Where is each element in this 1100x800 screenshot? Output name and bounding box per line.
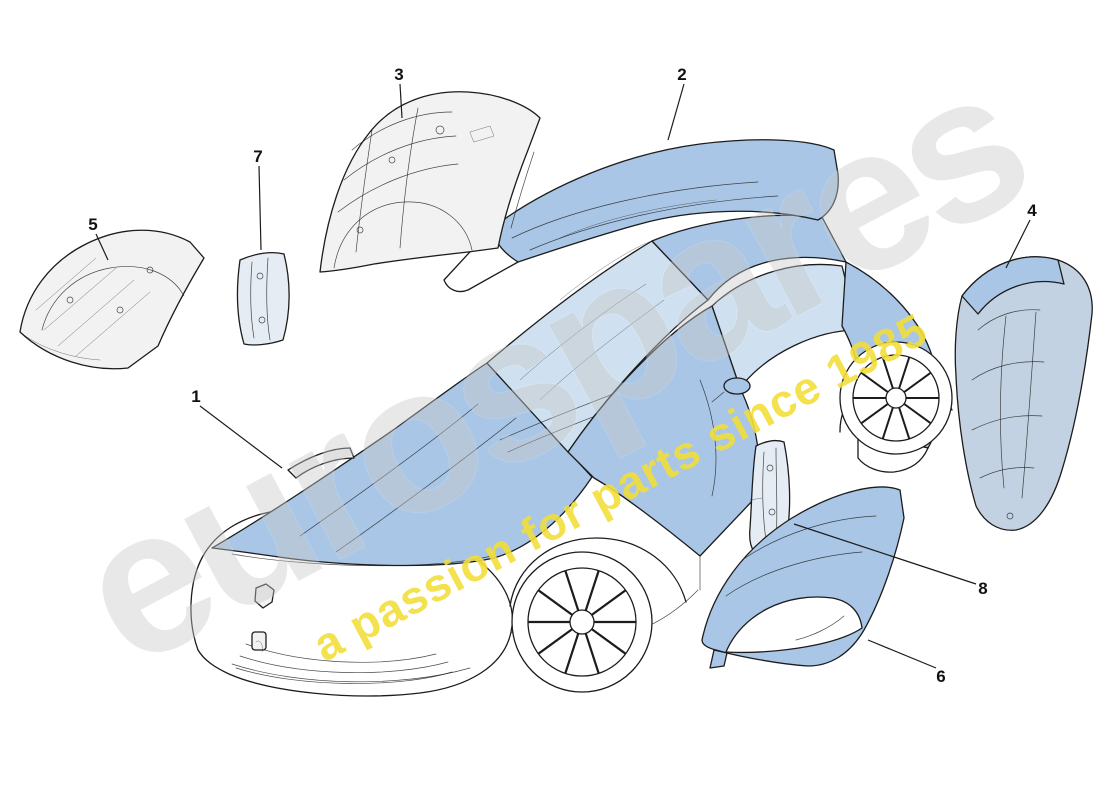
callouts: 1 2 3 4 5 6 7 8 <box>88 65 1037 686</box>
part-front-fender <box>701 486 905 669</box>
bonnet-panel <box>211 362 593 567</box>
part4-detail-lines <box>971 309 1045 499</box>
leader-lines <box>95 83 1031 669</box>
front-wheel <box>511 551 653 693</box>
leader-line-8 <box>793 523 977 585</box>
callout-2[interactable]: 2 <box>677 65 686 84</box>
callout-7[interactable]: 7 <box>253 147 262 166</box>
part-b-pillar <box>236 252 290 346</box>
leader-line-7 <box>258 165 262 251</box>
callout-8[interactable]: 8 <box>978 579 987 598</box>
part-rear-quarter-panel <box>954 256 1093 531</box>
side-mirror <box>711 377 751 403</box>
front-wheel-arch <box>509 537 687 607</box>
roof-on-car <box>651 214 847 301</box>
leader-line-5 <box>95 233 109 261</box>
leader-line-1 <box>199 405 283 469</box>
rear-wheel <box>839 341 953 455</box>
callout-1[interactable]: 1 <box>191 387 200 406</box>
leader-line-6 <box>867 639 937 669</box>
callout-3[interactable]: 3 <box>394 65 403 84</box>
callout-6[interactable]: 6 <box>936 667 945 686</box>
leader-line-4 <box>1005 219 1031 269</box>
part3-detail-lines <box>337 107 535 253</box>
part-quarter-inner-structure <box>319 91 541 273</box>
part-front-inner-structure <box>19 229 205 370</box>
part-roof-panel <box>443 139 839 293</box>
nose-badge-shield <box>254 583 275 609</box>
door-shutline <box>699 379 717 497</box>
grille-lines <box>231 643 471 684</box>
bonnet-feature-lines <box>231 403 517 567</box>
leader-line-3 <box>399 83 403 119</box>
callout-4[interactable]: 4 <box>1027 201 1037 220</box>
windscreen-reflections <box>519 240 665 401</box>
callout-5[interactable]: 5 <box>88 215 97 234</box>
part5-hatch-lines <box>19 257 151 361</box>
prancing-horse-badge <box>251 631 267 653</box>
door-panel <box>567 305 760 557</box>
leader-line-2 <box>667 83 685 141</box>
headlight <box>287 447 355 479</box>
